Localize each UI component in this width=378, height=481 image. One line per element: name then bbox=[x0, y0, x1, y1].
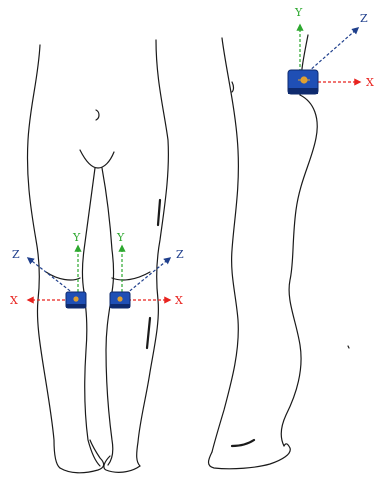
front-view-legs bbox=[27, 40, 168, 473]
right-knee-crease bbox=[112, 272, 150, 280]
side-hip-sensor-icon bbox=[288, 70, 318, 94]
right-knee-z-axis bbox=[126, 258, 170, 294]
right-knee-z-label: Z bbox=[176, 248, 184, 261]
side-leg-front-contour bbox=[212, 38, 238, 452]
left-shin-shading bbox=[158, 200, 160, 225]
side-ankle-mark bbox=[348, 346, 349, 348]
right-leg-outer-contour bbox=[137, 40, 169, 466]
right-knee-x-label: X bbox=[175, 294, 183, 307]
navel-mark bbox=[96, 110, 99, 120]
right-knee-sensor-icon bbox=[110, 292, 130, 308]
right-knee-sensor-frame: X Y Z bbox=[110, 231, 184, 308]
left-knee-crease bbox=[46, 272, 80, 280]
side-foot-sole bbox=[232, 440, 254, 446]
left-foot bbox=[60, 440, 104, 473]
side-view-leg bbox=[209, 35, 350, 469]
left-leg-outer-contour bbox=[27, 45, 60, 468]
left-knee-z-axis bbox=[28, 258, 74, 294]
left-knee-y-label: Y bbox=[72, 231, 81, 244]
side-waist-mark bbox=[232, 82, 234, 92]
side-hip-z-label: Z bbox=[360, 12, 368, 25]
side-hip-sensor-frame: X Y Z bbox=[288, 6, 374, 94]
side-hip-y-label: Y bbox=[294, 6, 303, 19]
left-leg-inner-contour bbox=[83, 168, 101, 466]
left-knee-sensor-frame: X Y Z bbox=[10, 231, 86, 308]
right-leg-inner-contour bbox=[102, 168, 114, 465]
side-hip-z-axis bbox=[308, 28, 358, 72]
side-leg-back-contour bbox=[281, 95, 317, 446]
left-knee-z-label: Z bbox=[12, 248, 20, 261]
crotch-contour bbox=[80, 150, 114, 168]
right-shin-shading bbox=[147, 318, 150, 348]
left-knee-sensor-icon bbox=[66, 292, 86, 308]
side-hip-x-label: X bbox=[366, 76, 374, 89]
right-knee-y-label: Y bbox=[116, 231, 125, 244]
side-foot bbox=[209, 444, 291, 469]
left-knee-x-label: X bbox=[10, 294, 18, 307]
